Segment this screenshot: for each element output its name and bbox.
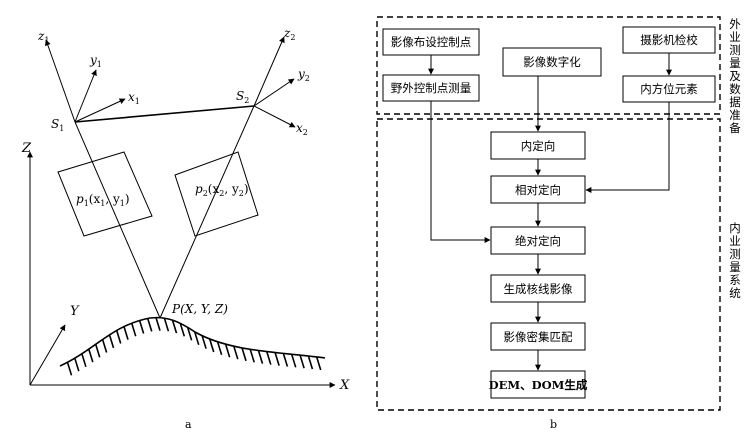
terrain-hatch-tick (315, 356, 322, 371)
label-ground-point: P(X, Y, Z) (171, 302, 228, 316)
box-control-layout (382, 28, 480, 56)
label-y2: y2 (297, 67, 310, 83)
terrain-hatch-tick (290, 354, 297, 368)
panel-b: 外业测量及数据准备 内业测量系统 影像布设控制点 野外控制点测量 影像数字化 摄… (376, 16, 741, 431)
terrain-hatch-tick (193, 331, 200, 346)
box-dem-dom-label: DEM、DOM生成 (489, 378, 588, 392)
box-relative-orientation-label: 相对定向 (515, 183, 561, 197)
box-interior-orientation-label: 内定向 (521, 139, 556, 153)
box-absolute-orientation (490, 226, 586, 255)
label-S1: S1 (51, 117, 64, 133)
terrain-hatching (66, 317, 322, 376)
terrain-hatch-tick (266, 351, 272, 365)
box-digitize-label: 影像数字化 (523, 55, 581, 69)
terrain-hatch-tick (257, 350, 264, 364)
label-z1: z1 (37, 29, 49, 45)
label-p2: p2(x2, y2) (195, 182, 249, 198)
box-digitize (502, 47, 602, 77)
terrain-hatch-tick (233, 345, 239, 360)
group-office-system-label: 内业测量系统 (729, 221, 741, 300)
terrain-hatch-tick (81, 353, 87, 368)
terrain-hatch-tick (146, 318, 153, 332)
label-x2: x2 (296, 121, 308, 137)
camera2-z-axis (253, 36, 285, 107)
box-field-control-label: 野外控制点测量 (391, 81, 472, 95)
axis-X-label: X (339, 378, 350, 393)
terrain-hatch-tick (224, 343, 231, 358)
terrain-hatch-tick (108, 334, 115, 349)
baseline-S1-S2 (74, 105, 255, 123)
camera1-z-axis (44, 39, 76, 123)
box-camera-calib-label: 摄影机检校 (640, 33, 698, 47)
group-office-system (376, 118, 721, 411)
terrain-hatch-tick (249, 349, 255, 363)
terrain-hatch-tick (115, 330, 122, 344)
box-interior-elements (622, 75, 716, 103)
terrain-hatch-tick (123, 326, 129, 340)
caption-a: a (185, 418, 192, 431)
group-office-system-label-text: 内业测量系统 (729, 221, 741, 300)
box-camera-calib (622, 26, 716, 54)
image-plane-1 (57, 151, 153, 237)
group-field-survey-label: 外业测量及数据准备 (729, 17, 741, 135)
axis-Z-label: Z (21, 141, 32, 156)
box-absolute-orientation-label: 绝对定向 (515, 234, 561, 248)
camera2-x-axis (253, 105, 296, 128)
terrain-hatch-tick (88, 348, 94, 363)
terrain-hatch-tick (299, 354, 305, 369)
terrain-hatch-tick (130, 322, 137, 337)
box-dem-dom (490, 370, 586, 399)
box-dense-matching (490, 322, 586, 351)
label-S2: S2 (236, 89, 249, 105)
axis-Y (29, 324, 66, 386)
projection-ray-2 (159, 105, 255, 319)
projection-ray-1 (74, 121, 161, 319)
image-plane-2 (174, 151, 259, 237)
terrain-hatch-tick (171, 319, 178, 334)
terrain-hatch-tick (307, 355, 314, 370)
terrain-surface (59, 316, 326, 367)
group-field-survey-label-text: 外业测量及数据准备 (729, 17, 741, 135)
axis-Y-label: Y (70, 304, 80, 319)
terrain-hatch-tick (163, 317, 170, 332)
arrow-field-control-to-absolute (430, 101, 491, 243)
label-x1: x1 (128, 90, 140, 106)
terrain-hatch-tick (138, 320, 145, 334)
terrain-hatch-tick (282, 353, 289, 367)
terrain-hatch-tick (155, 317, 161, 331)
arrow-interior-elements-to-relative (585, 102, 670, 193)
label-p1: p1(x1, y1) (76, 192, 130, 208)
terrain-hatch-tick (74, 357, 80, 372)
terrain-hatch-tick (94, 344, 101, 358)
group-field-survey (376, 16, 721, 115)
terrain-hatch-tick (201, 335, 207, 349)
box-dense-matching-label: 影像密集匹配 (504, 330, 573, 344)
box-field-control (382, 74, 480, 102)
camera1-y-axis (74, 69, 97, 123)
label-z2: z2 (283, 26, 295, 42)
terrain-hatch-tick (208, 338, 215, 353)
box-interior-orientation (490, 131, 586, 160)
panel-a: Z X Y z1 y1 x1 z2 y2 x2 S1 S2 p1(x1, (21, 26, 350, 431)
label-y1: y1 (89, 53, 102, 69)
terrain-hatch-tick (179, 323, 186, 337)
terrain-hatch-tick (101, 339, 108, 353)
terrain-hatch-tick (186, 327, 193, 341)
caption-b: b (550, 418, 557, 431)
box-control-layout-label: 影像布设控制点 (391, 35, 472, 49)
terrain-hatch-tick (66, 362, 73, 376)
camera2-y-axis (253, 78, 295, 107)
terrain-hatch-tick (216, 341, 223, 356)
terrain-hatch-tick (241, 347, 247, 362)
box-interior-elements-label: 内方位元素 (640, 82, 698, 96)
box-epipolar (490, 274, 586, 303)
terrain-hatch-tick (274, 352, 280, 366)
box-epipolar-label: 生成核线影像 (504, 282, 573, 296)
camera1-x-axis (74, 98, 126, 123)
